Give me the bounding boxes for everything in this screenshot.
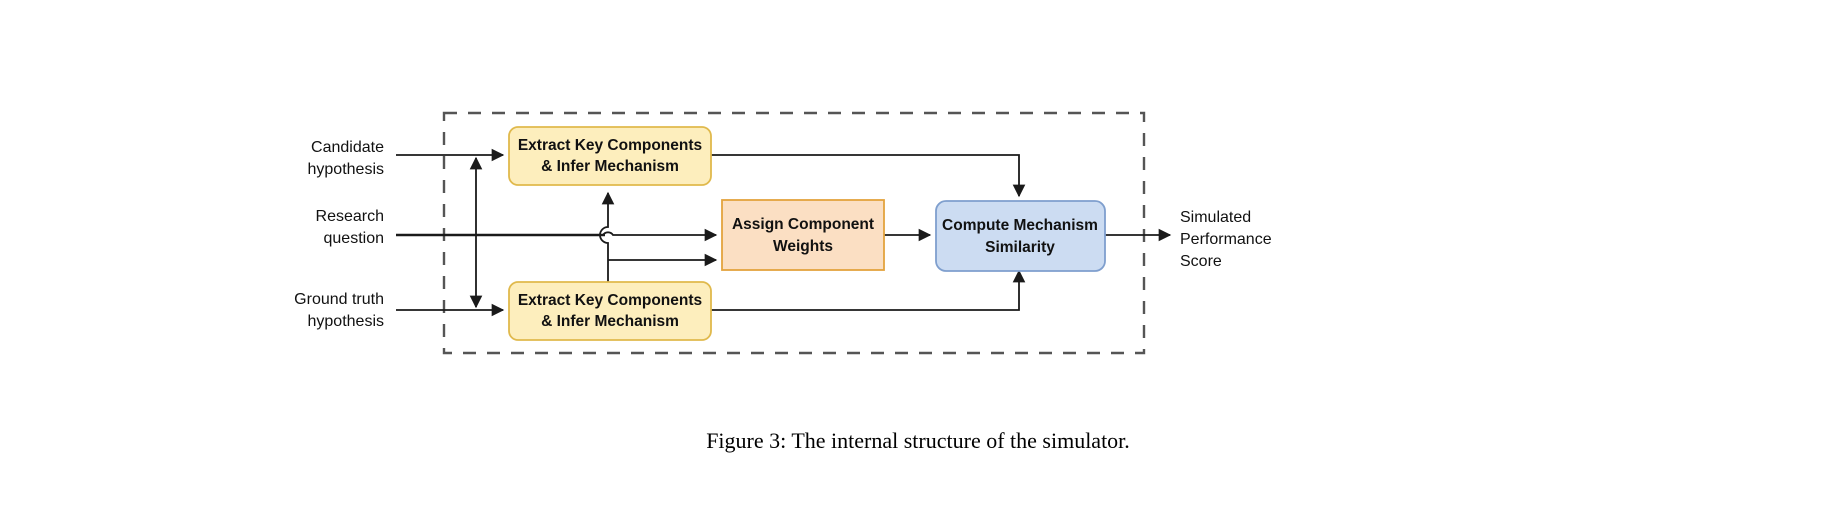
input-research-line1: Research [316, 208, 384, 225]
output-score-line1: Simulated [1180, 209, 1251, 226]
node-extract-candidate[interactable]: Extract Key Components & Infer Mechanism [508, 126, 712, 186]
output-score-line3: Score [1180, 253, 1222, 270]
node-assign-weights-box [721, 199, 885, 271]
node-extract-candidate-box [508, 126, 712, 186]
input-label-candidate: Candidate hypothesis [308, 139, 385, 178]
input-ground-truth-line2: hypothesis [308, 313, 385, 330]
input-candidate-line1: Candidate [311, 139, 384, 156]
node-assign-weights[interactable]: Assign Component Weights [721, 199, 885, 271]
node-extract-ground-truth[interactable]: Extract Key Components & Infer Mechanism [508, 281, 712, 341]
node-compute-similarity-line1: Compute Mechanism [942, 217, 1098, 234]
edge-extract-bottom-to-compute [711, 269, 1026, 311]
simulator-boundary [442, 111, 1146, 355]
input-ground-truth-line1: Ground truth [294, 291, 384, 308]
input-research-line2: question [324, 230, 385, 247]
node-compute-similarity-line2: Similarity [985, 239, 1055, 256]
node-extract-ground-truth-line2: & Infer Mechanism [541, 313, 679, 330]
node-extract-candidate-line1: Extract Key Components [518, 137, 702, 154]
edge-research-question-to-assign-weights [601, 228, 718, 242]
node-extract-ground-truth-line1: Extract Key Components [518, 292, 702, 309]
output-score-line2: Performance [1180, 231, 1272, 248]
edge-extract-top-to-compute [711, 154, 1026, 198]
node-extract-candidate-line2: & Infer Mechanism [541, 158, 679, 175]
node-extract-ground-truth-box [508, 281, 712, 341]
output-label-simulated-performance-score: Simulated Performance Score [1180, 209, 1272, 270]
node-compute-similarity-box [935, 200, 1106, 272]
figure-caption: Figure 3: The internal structure of the … [706, 428, 1130, 453]
node-assign-weights-line2: Weights [773, 238, 833, 255]
node-assign-weights-line1: Assign Component [732, 216, 874, 233]
input-label-ground-truth: Ground truth hypothesis [294, 291, 384, 330]
input-candidate-line2: hypothesis [308, 161, 385, 178]
input-label-research-question: Research question [316, 208, 384, 247]
edge-extract-bottom-to-extract-top [599, 191, 615, 292]
node-compute-similarity[interactable]: Compute Mechanism Similarity [935, 200, 1106, 272]
